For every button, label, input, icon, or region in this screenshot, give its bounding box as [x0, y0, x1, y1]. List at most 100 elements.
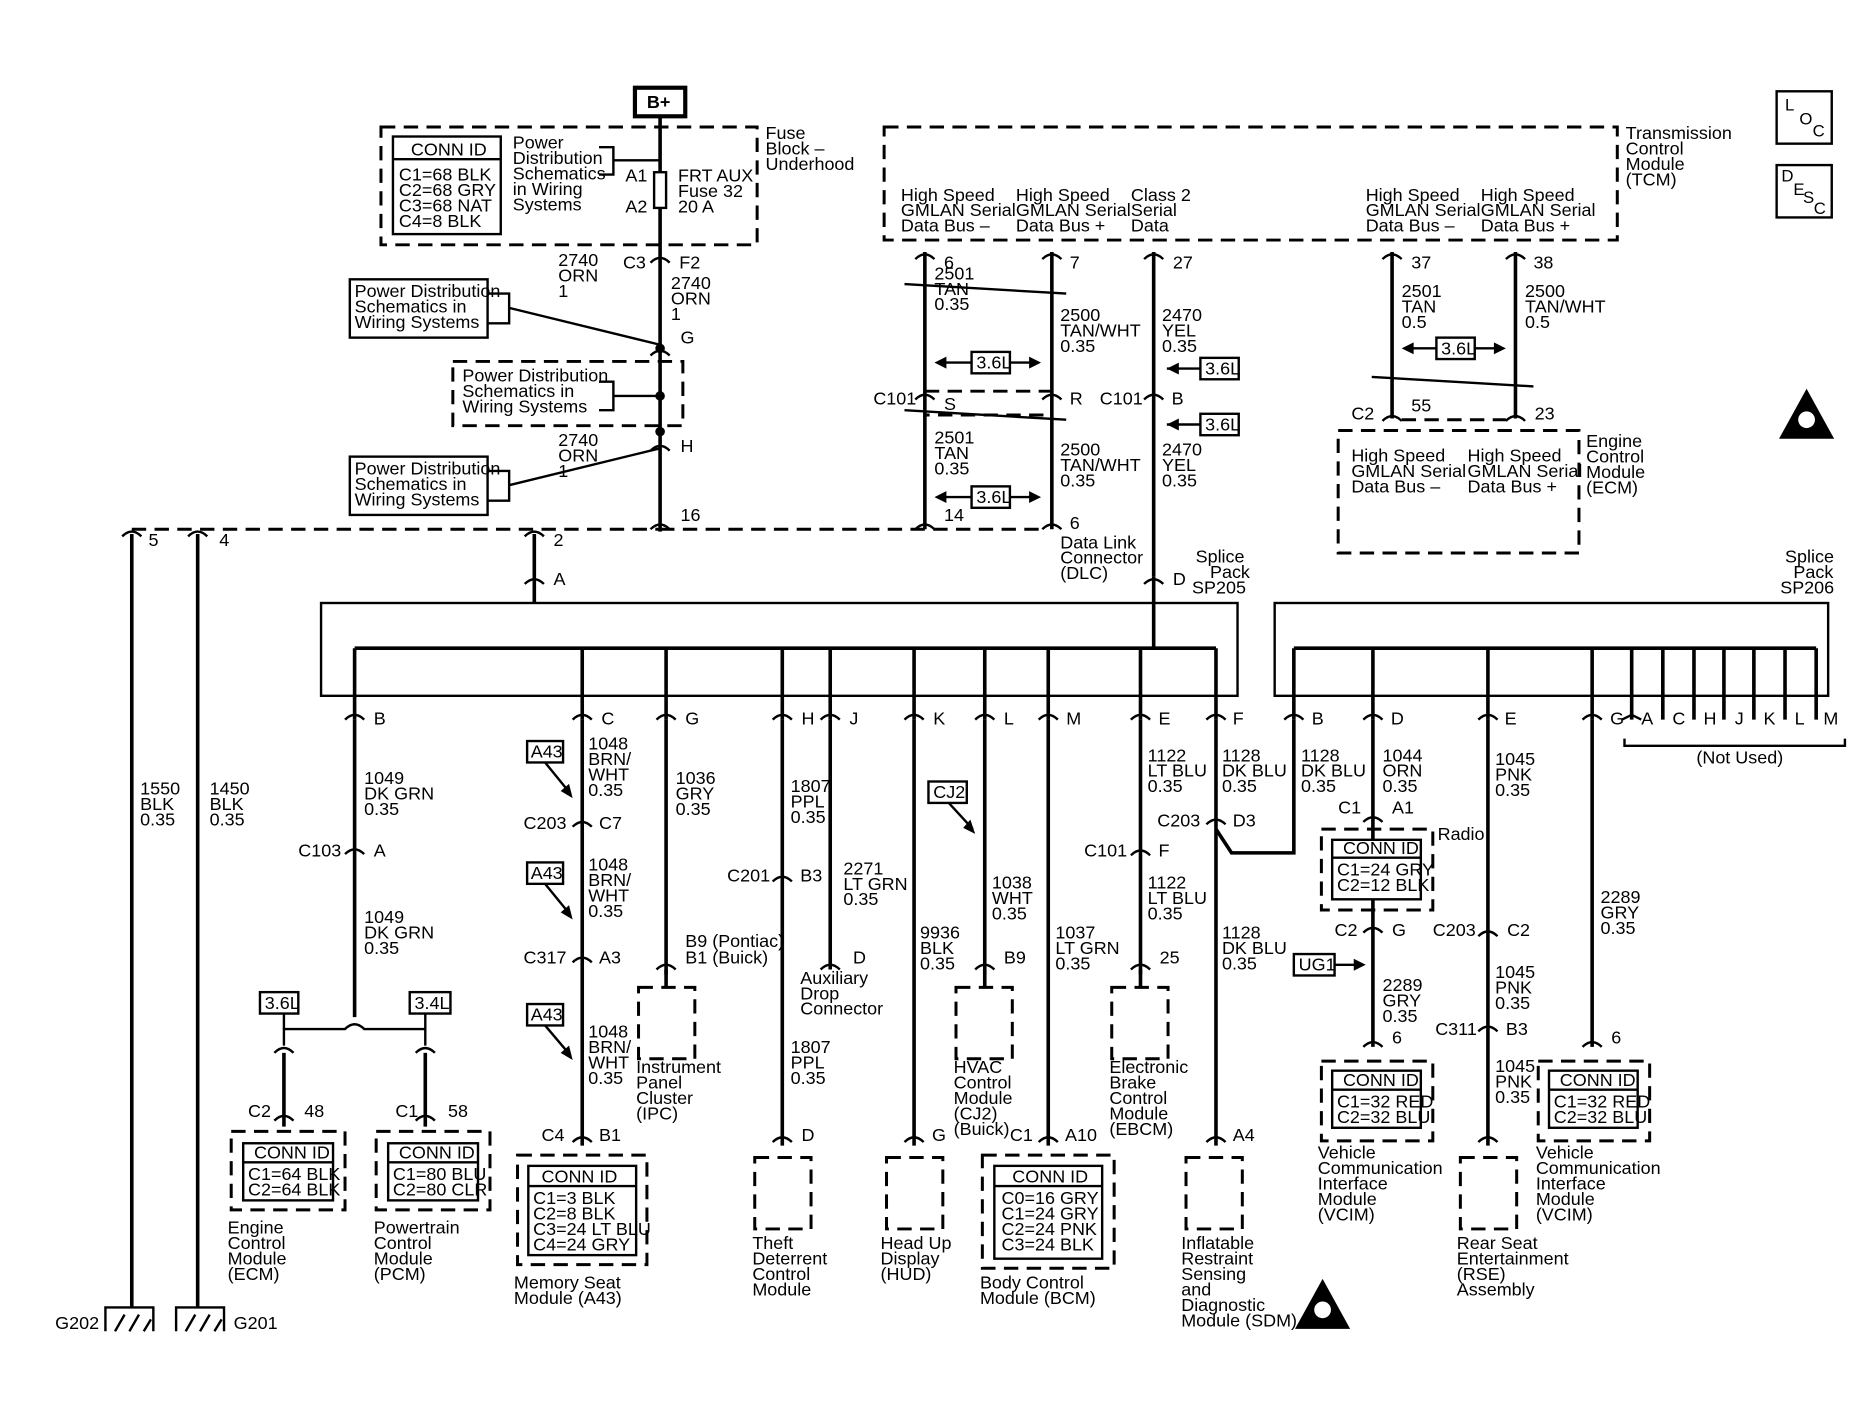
svg-text:CONN ID: CONN ID: [1343, 838, 1419, 858]
fuse-block-outline: [379, 125, 759, 247]
vcim-module-2: CONN ID C1=32 RED C2=32 BLU Vehicle Comm…: [1536, 1059, 1661, 1225]
svg-text:Vehicle: Vehicle: [1536, 1143, 1594, 1163]
svg-text:2470: 2470: [1162, 439, 1202, 459]
svg-text:5: 5: [149, 530, 159, 550]
svg-text:0.35: 0.35: [1055, 954, 1090, 974]
svg-text:BRN/: BRN/: [588, 870, 631, 890]
svg-text:Module: Module: [1318, 1189, 1377, 1209]
ebcm-outline: [1110, 985, 1170, 1061]
svg-text:B+: B+: [647, 92, 670, 112]
svg-text:Wiring Systems: Wiring Systems: [355, 312, 480, 332]
svg-text:C4: C4: [541, 1125, 564, 1145]
svg-text:0.35: 0.35: [920, 954, 955, 974]
svg-text:1045: 1045: [1495, 962, 1535, 982]
svg-text:2740: 2740: [558, 250, 598, 270]
svg-text:9936: 9936: [920, 923, 960, 943]
theft-module-outline: [753, 1156, 813, 1231]
svg-text:Module: Module: [752, 1280, 811, 1300]
option-3-6l-5: 3.6L: [1401, 336, 1506, 361]
svg-text:F2: F2: [679, 253, 700, 273]
svg-text:CJ2: CJ2: [933, 782, 965, 802]
svg-text:Module: Module: [1586, 462, 1645, 482]
svg-text:2500: 2500: [1525, 281, 1565, 301]
svg-text:S: S: [1803, 188, 1814, 207]
svg-text:A: A: [1641, 708, 1653, 728]
svg-text:A1: A1: [1392, 798, 1414, 818]
bcm-module: CONN ID C0=16 GRY C1=24 GRY C2=24 PNK C3…: [980, 1153, 1116, 1308]
svg-text:C7: C7: [599, 813, 622, 833]
svg-text:3.4L: 3.4L: [415, 993, 450, 1013]
svg-text:2740: 2740: [671, 273, 711, 293]
svg-text:C3=24 BLK: C3=24 BLK: [1002, 1234, 1094, 1254]
svg-text:Wiring Systems: Wiring Systems: [355, 489, 480, 509]
svg-text:0.35: 0.35: [1148, 904, 1183, 924]
svg-text:G202: G202: [55, 1313, 99, 1333]
svg-text:ORN: ORN: [558, 445, 598, 465]
svg-text:D: D: [1173, 569, 1186, 589]
svg-text:B9 (Pontiac): B9 (Pontiac): [685, 931, 784, 951]
loc-icon[interactable]: L O C: [1775, 90, 1833, 145]
svg-text:0.35: 0.35: [1495, 1087, 1530, 1107]
svg-text:M: M: [1823, 708, 1838, 728]
svg-text:3.6L: 3.6L: [1441, 338, 1476, 358]
svg-text:J: J: [1735, 708, 1744, 728]
svg-text:Vehicle: Vehicle: [1318, 1143, 1376, 1163]
svg-text:Control: Control: [1109, 1088, 1167, 1108]
svg-text:Instrument: Instrument: [636, 1057, 721, 1077]
svg-text:L: L: [1004, 708, 1014, 728]
svg-text:Diagnostic: Diagnostic: [1181, 1295, 1265, 1315]
svg-text:BLK: BLK: [920, 938, 954, 958]
svg-text:Communication: Communication: [1536, 1158, 1661, 1178]
svg-text:Data Bus +: Data Bus +: [1016, 216, 1105, 236]
svg-text:C3=68 NAT: C3=68 NAT: [399, 196, 492, 216]
svg-text:C2=68 GRY: C2=68 GRY: [399, 180, 496, 200]
svg-text:C2=80 CLR: C2=80 CLR: [393, 1180, 487, 1200]
svg-text:CONN ID: CONN ID: [1560, 1070, 1636, 1090]
svg-text:(Buick): (Buick): [954, 1119, 1010, 1139]
svg-text:2: 2: [553, 530, 563, 550]
svg-text:1045: 1045: [1495, 749, 1535, 769]
svg-text:G: G: [680, 328, 694, 348]
svg-text:C2: C2: [1351, 404, 1374, 424]
svg-text:2289: 2289: [1382, 975, 1422, 995]
svg-text:C3: C3: [623, 253, 646, 273]
svg-text:LT BLU: LT BLU: [1148, 888, 1207, 908]
radio-module: CONN ID C1=24 GRY C2=12 BLK Radio: [1319, 824, 1485, 912]
svg-text:High Speed: High Speed: [1481, 185, 1575, 205]
ecm-top-outline: [1336, 428, 1581, 555]
svg-text:SP206: SP206: [1780, 578, 1834, 598]
svg-text:16: 16: [680, 505, 700, 525]
svg-text:LT GRN: LT GRN: [1055, 938, 1119, 958]
svg-text:A4: A4: [1233, 1125, 1255, 1145]
svg-text:PNK: PNK: [1495, 764, 1532, 784]
svg-text:High Speed: High Speed: [901, 185, 995, 205]
svg-text:GMLAN Serial: GMLAN Serial: [1468, 461, 1583, 481]
svg-text:B1: B1: [599, 1125, 621, 1145]
svg-text:55: 55: [1411, 395, 1431, 415]
svg-text:C4=24 GRY: C4=24 GRY: [533, 1234, 630, 1254]
svg-text:A1: A1: [625, 166, 647, 186]
svg-text:Body Control: Body Control: [980, 1272, 1084, 1292]
svg-text:0.35: 0.35: [588, 901, 623, 921]
svg-text:CONN ID: CONN ID: [399, 1143, 475, 1163]
rse-outline: [1458, 1156, 1519, 1231]
ground-g202: G202: [55, 1306, 155, 1333]
pcm-module: CONN ID C1=80 BLU C2=80 CLR Powertrain C…: [374, 1129, 492, 1284]
svg-text:Power Distribution: Power Distribution: [462, 366, 608, 386]
svg-text:Block –: Block –: [766, 138, 825, 158]
svg-text:0.35: 0.35: [364, 938, 399, 958]
svg-text:Engine: Engine: [1586, 431, 1642, 451]
desc-icon[interactable]: D E S C: [1775, 163, 1833, 219]
svg-text:Data: Data: [1131, 216, 1169, 236]
svg-text:C2=64 BLK: C2=64 BLK: [248, 1180, 340, 1200]
svg-text:Splice: Splice: [1196, 547, 1245, 567]
svg-text:YEL: YEL: [1162, 320, 1196, 340]
svg-text:D: D: [1391, 708, 1404, 728]
power-ref-2: Power Distribution Schematics in Wiring …: [451, 359, 685, 428]
svg-text:R: R: [1070, 388, 1083, 408]
svg-text:(Not Used): (Not Used): [1696, 748, 1783, 768]
svg-text:J: J: [849, 708, 858, 728]
esd-warning-icon: [1779, 388, 1835, 439]
svg-text:G: G: [1610, 708, 1624, 728]
